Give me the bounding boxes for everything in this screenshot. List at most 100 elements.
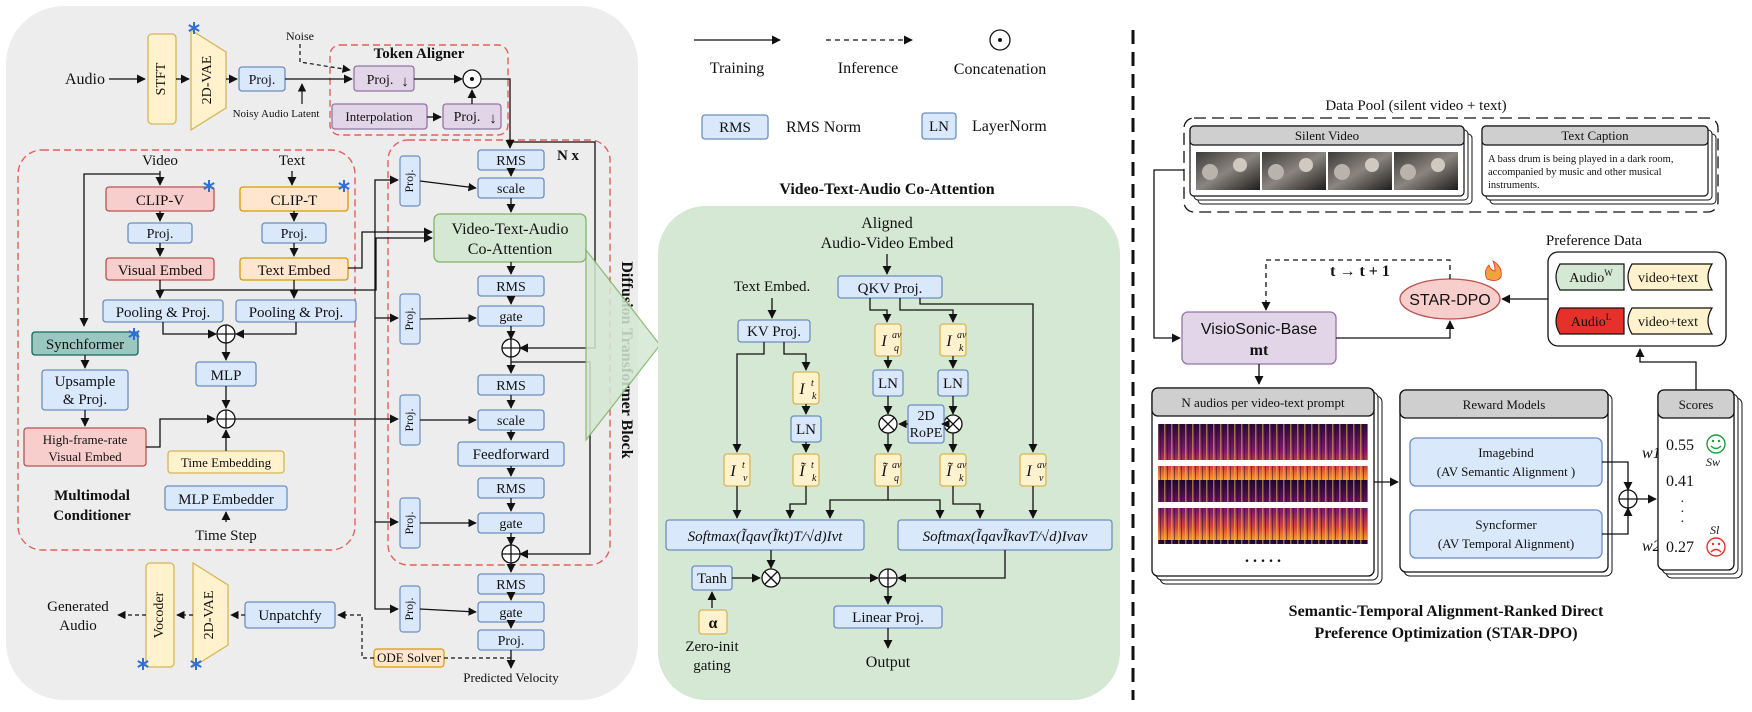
svg-text:scale: scale — [497, 414, 525, 429]
audio-label: Audio — [65, 71, 105, 88]
n-audios-label: N audios per video-text prompt — [1181, 395, 1345, 410]
svg-text:2D: 2D — [917, 409, 934, 424]
svg-text:v: v — [743, 473, 748, 484]
svg-text:RMS: RMS — [496, 482, 526, 497]
svg-text:RMS: RMS — [496, 154, 526, 169]
snowflake-icon — [338, 180, 350, 192]
frozen-arrow-icon-2: ↓ — [489, 111, 497, 127]
svg-text:Ĩ: Ĩ — [880, 462, 888, 480]
w2-label: w2 — [1642, 538, 1661, 555]
svg-text:RMS: RMS — [496, 280, 526, 295]
svg-text:av: av — [892, 330, 902, 341]
text-caption-label: Text Caption — [1561, 128, 1629, 143]
pooling-right-label: Pooling & Proj. — [249, 305, 344, 321]
softmax-text-box — [665, 519, 865, 551]
video-text-w: video+text — [1638, 271, 1698, 286]
t-update-label: t → t + 1 — [1330, 263, 1390, 280]
svg-text:Linear Proj.: Linear Proj. — [852, 610, 924, 626]
svg-text:k: k — [959, 473, 964, 484]
reward-models-label: Reward Models — [1463, 397, 1546, 412]
audio-l-tag — [1555, 307, 1625, 335]
sl-label: Sl — [1710, 523, 1720, 537]
video-text-l: video+text — [1638, 315, 1698, 330]
star-dpo-caption-2: Preference Optimization (STAR-DPO) — [1314, 625, 1577, 642]
qkv-proj-box — [837, 275, 943, 299]
zoom-wedge — [585, 248, 661, 442]
snowflake-icon — [203, 180, 215, 192]
legend-inference: Inference — [838, 60, 898, 77]
svg-text:q: q — [894, 343, 899, 354]
svg-text:α: α — [709, 615, 718, 632]
svg-text:av: av — [1037, 460, 1047, 471]
svg-text:LN: LN — [796, 422, 816, 438]
multimodal-conditioner-box — [17, 149, 356, 551]
aligned-label-1: Aligned — [861, 215, 913, 232]
mlp-embedder-label: MLP Embedder — [178, 492, 274, 508]
aligner-proj-top-label: Proj. — [367, 73, 394, 88]
audio-w-label: AudioW — [1569, 268, 1613, 286]
svg-text:(AV Semantic Alignment ): (AV Semantic Alignment ) — [1437, 464, 1576, 479]
mlp-label: MLP — [211, 368, 242, 384]
predicted-velocity-label: Predicted Velocity — [463, 670, 559, 685]
svg-text:Proj.: Proj. — [498, 634, 525, 649]
svg-text:RMS: RMS — [496, 578, 526, 593]
nx-label: N x — [557, 148, 580, 164]
vae-encoder-label: 2D-VAE — [200, 56, 215, 105]
softmax-av-label: Softmax(ĨqavĨkavT/√d)Ivav — [923, 528, 1088, 545]
svg-text:Proj.: Proj. — [402, 169, 416, 192]
svg-text:LN: LN — [943, 376, 963, 392]
video-text-tag-l — [1627, 307, 1714, 335]
svg-text:VisioSonic-Base: VisioSonic-Base — [1201, 321, 1317, 338]
synchformer-label: Synchformer — [46, 337, 124, 353]
unpatchfy-label: Unpatchfy — [258, 608, 322, 624]
svg-text:LN: LN — [878, 376, 898, 392]
svg-text:t: t — [811, 460, 814, 471]
kv-proj-box — [737, 319, 811, 343]
text-embed-input: Text Embed. — [734, 279, 810, 295]
vae-decoder-shape — [192, 561, 229, 669]
svg-text:Co-Attention: Co-Attention — [468, 241, 552, 258]
pooling-left-label: Pooling & Proj. — [116, 305, 211, 321]
caption-line-3: instruments. — [1488, 180, 1540, 191]
data-pool-box — [1183, 117, 1719, 213]
generated-label-2: Audio — [59, 618, 97, 634]
token-symbols: I q av I k av I k t I v t Ĩ k t Ĩ q av Ĩ — [723, 323, 1047, 487]
time-embedding-label: Time Embedding — [181, 455, 272, 470]
visual-embed-label: Visual Embed — [118, 263, 203, 279]
score-mid: 0.41 — [1666, 473, 1694, 490]
mlp-embedder-box — [164, 485, 288, 511]
clip-t-proj-label: Proj. — [281, 227, 308, 242]
aligner-proj-bottom-label: Proj. — [454, 110, 481, 125]
spectrogram-1 — [1158, 424, 1368, 460]
vae-encoder-shape — [190, 28, 227, 132]
caption-line-1: A bass drum is being played in a dark ro… — [1488, 154, 1673, 165]
svg-text:QKV Proj.: QKV Proj. — [858, 281, 923, 297]
star-dpo-caption-1: Semantic-Temporal Alignment-Ranked Direc… — [1289, 603, 1604, 620]
happy-face-icon — [1706, 434, 1726, 454]
adaln-proj-boxes: Proj. Proj. Proj. Proj. Proj. — [399, 155, 421, 633]
svg-text:gate: gate — [499, 517, 522, 532]
upsample-label-1: Upsample — [55, 374, 116, 390]
snowflake-icon — [188, 22, 200, 34]
svg-text:I: I — [945, 333, 952, 350]
noise-label: Noise — [286, 29, 314, 43]
svg-text:av: av — [892, 460, 902, 471]
legend-training: Training — [710, 60, 765, 77]
clip-v-label: CLIP-V — [136, 193, 185, 209]
svg-text:KV Proj.: KV Proj. — [747, 324, 801, 340]
star-dpo-pipeline: Data Pool (silent video + text) Silent V… — [1151, 98, 1743, 642]
caption-line-2: accompanied by music and other musical — [1488, 167, 1662, 178]
vae-decoder-label: 2D-VAE — [202, 591, 217, 640]
svg-text:Tanh: Tanh — [697, 571, 727, 587]
score-ellipsis-2: · — [1680, 505, 1685, 520]
svg-text:I: I — [798, 381, 805, 398]
w1-label: w1 — [1642, 445, 1661, 462]
audio-proj-label: Proj. — [249, 73, 276, 88]
svg-text:Syncformer: Syncformer — [1475, 517, 1537, 532]
svg-text:k: k — [812, 391, 817, 402]
visiosonic-architecture: Token Aligner Multimodal Conditioner N x… — [6, 6, 661, 700]
snowflake-icon — [128, 328, 140, 340]
svg-text:(AV Temporal Alignment): (AV Temporal Alignment) — [1438, 536, 1574, 551]
co-attention-detail: Video-Text-Audio Co-Attention Aligned Au… — [658, 181, 1120, 700]
legend-ln-full: LayerNorm — [972, 118, 1047, 135]
